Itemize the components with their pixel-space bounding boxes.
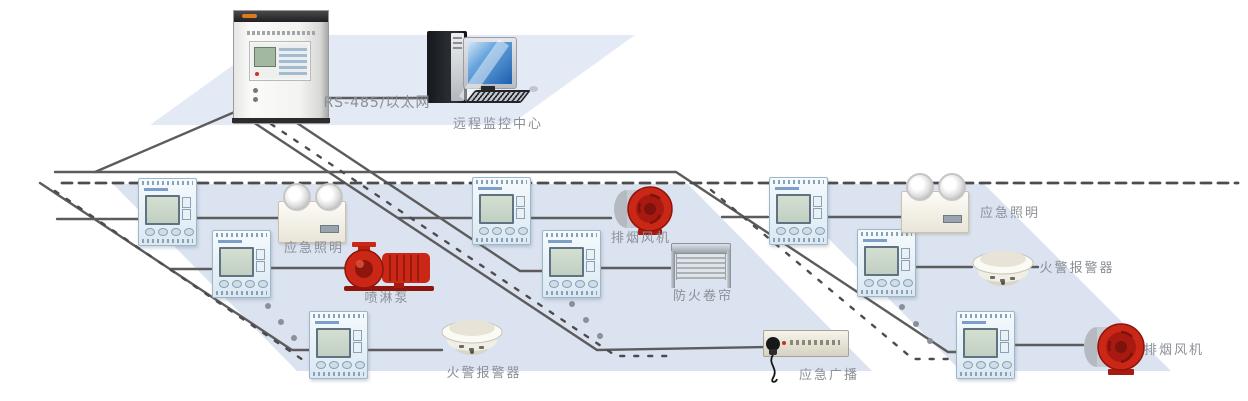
- riser-right-dashed: [709, 188, 953, 361]
- smoke-detector: [972, 251, 1034, 286]
- emergency-light: [278, 183, 346, 243]
- pc-mouse: [529, 86, 538, 92]
- cabinet-title-text: [247, 31, 315, 35]
- pc-keyboard: [464, 90, 532, 103]
- power-monitor-module: [309, 311, 368, 379]
- power-monitor-module: [956, 311, 1015, 379]
- spray-pump-label: 喷淋泵: [364, 291, 410, 306]
- backbone-label: RS-485/以太网: [323, 95, 431, 111]
- power-monitor-module: [769, 177, 828, 245]
- pc-screen: [468, 42, 512, 84]
- power-monitor-module: [138, 178, 197, 246]
- module-lcd: [145, 195, 180, 225]
- power-monitor-module: [472, 177, 531, 245]
- wire-cabinet-drop: [93, 109, 239, 174]
- bus-row1-and-riser-right: [53, 170, 958, 354]
- power-monitor-module: [212, 230, 271, 298]
- riser-left-solid2: [292, 119, 545, 273]
- module-lcd: [219, 247, 254, 277]
- smoke-fan-label: 排烟风机: [1143, 343, 1205, 358]
- power-monitor-module: [542, 230, 601, 298]
- fire-alarm-label: 火警报警器: [446, 366, 522, 381]
- cabinet-lock-icon: [253, 88, 258, 93]
- module-lcd: [864, 246, 899, 276]
- module-lcd: [963, 328, 998, 358]
- emergency-light-label: 应急照明: [283, 241, 345, 256]
- lamp-icon: [938, 173, 966, 201]
- pc-monitor: [463, 37, 517, 89]
- spray-pump: [344, 242, 434, 291]
- module-lcd: [549, 247, 584, 277]
- cabinet-lcd-screen: [254, 47, 276, 67]
- smoke-exhaust-fan: [614, 186, 673, 235]
- top-floor-plane: [150, 35, 635, 125]
- power-monitor-module: [857, 229, 916, 297]
- fire-shutter: [671, 243, 731, 288]
- dashed-bus-lines: [53, 122, 1240, 362]
- microphone-icon: [766, 337, 780, 383]
- pc-tower-front: [451, 33, 464, 101]
- shutter-slats: [676, 254, 726, 280]
- monitoring-center-label: 远程监控中心: [452, 117, 544, 132]
- module-lcd: [776, 194, 811, 224]
- cabinet-display-panel: [249, 41, 311, 81]
- module-lcd: [479, 194, 514, 224]
- fire-power-monitor-cabinet: [232, 10, 330, 124]
- emergency-light-label: 应急照明: [979, 206, 1041, 221]
- smoke-exhaust-fan: [1084, 323, 1145, 375]
- riser-left-solid: [248, 118, 766, 352]
- smoke-detector: [441, 320, 503, 355]
- cabinet-base: [232, 118, 330, 123]
- module-lcd: [316, 328, 351, 358]
- shutter-box: [671, 243, 731, 254]
- pc-tower: [427, 31, 467, 103]
- amplifier-controls: [790, 340, 840, 345]
- lamp-icon: [315, 183, 343, 211]
- continuation-dots: [265, 301, 933, 344]
- lamp-icon: [283, 183, 311, 211]
- emergency-light: [901, 173, 969, 233]
- emergency-broadcast-label: 应急广播: [798, 368, 860, 383]
- brand-logo: [242, 14, 257, 18]
- fire-alarm-label: 火警报警器: [1039, 261, 1115, 276]
- cabinet-top-band: [234, 11, 328, 22]
- lamp-icon: [906, 173, 934, 201]
- smoke-fan-label: 排烟风机: [610, 231, 672, 246]
- cabinet-keypad: [279, 46, 307, 75]
- fire-shutter-label: 防火卷帘: [672, 289, 734, 304]
